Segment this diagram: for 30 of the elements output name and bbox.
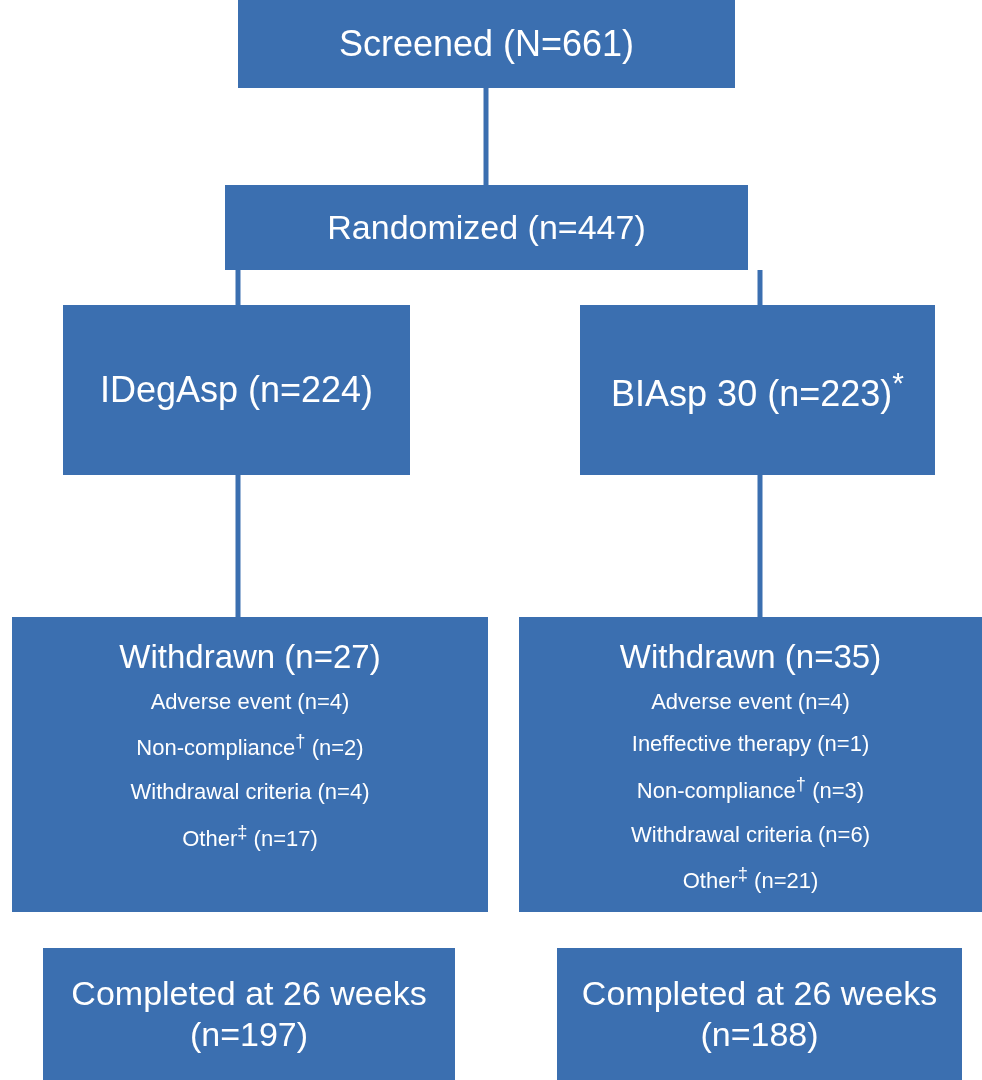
connector-line <box>483 88 489 185</box>
box-heading: Withdrawn (n=35) <box>619 637 882 677</box>
connector-line <box>235 270 241 305</box>
flow-box <box>225 185 748 270</box>
reason-text: Other$^{‡}$ (n=21) <box>682 862 819 896</box>
flow-box <box>557 948 962 1080</box>
reason-text: Ineffective therapy (n=1) <box>631 730 870 759</box>
box-heading: Screened (N=661) <box>338 22 635 66</box>
flow-box <box>43 948 455 1080</box>
flow-box <box>580 305 935 475</box>
reason-text: Other$^{‡}$ (n=17) <box>182 819 318 853</box>
reason-text: Withdrawal criteria (n=6) <box>631 820 870 849</box>
flow-box <box>519 617 982 912</box>
connector-line <box>757 270 763 305</box>
reason-text: Withdrawal criteria (n=4) <box>130 777 370 806</box>
reason-text: Non-compliance$^{†}$ (n=2) <box>136 729 364 763</box>
reason-text: Adverse event (n=4) <box>150 687 350 716</box>
connector-line <box>235 475 241 617</box>
box-heading: Completed at 26 weeks (n=197) <box>70 973 428 1055</box>
box-heading: IDegAsp (n=224) <box>99 368 374 412</box>
box-heading: Withdrawn (n=27) <box>119 637 381 677</box>
flow-box <box>63 305 410 475</box>
box-heading: Randomized (n=447) <box>327 207 646 248</box>
box-heading: Completed at 26 weeks (n=188) <box>580 973 939 1055</box>
flow-box <box>12 617 488 912</box>
connector-line <box>757 475 763 617</box>
reason-text: Non-compliance$^{†}$ (n=3) <box>636 772 865 806</box>
reason-text: Adverse event (n=4) <box>651 687 850 716</box>
flow-box <box>238 0 735 88</box>
box-heading: BIAsp 30 (n=223)$^{*}$ <box>611 364 904 416</box>
